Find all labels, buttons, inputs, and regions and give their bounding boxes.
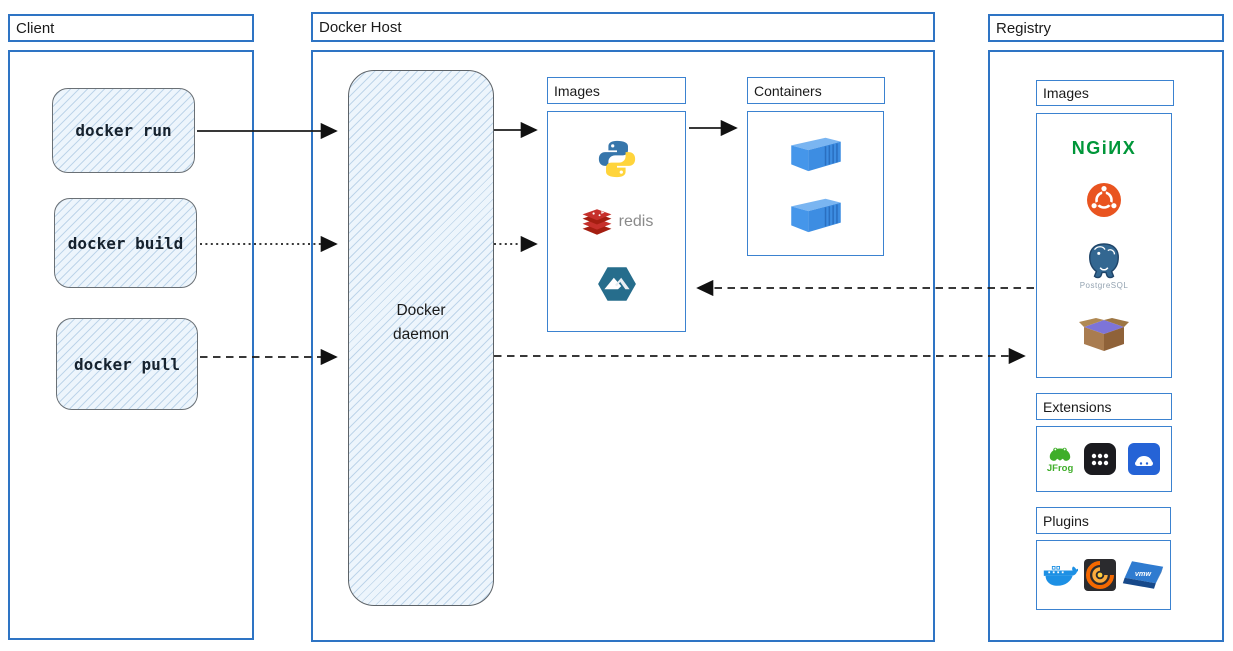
- docker-host-title: Docker Host: [319, 18, 402, 36]
- docker-build-box: docker build: [54, 198, 197, 288]
- vmware-label: vmw: [1135, 569, 1153, 578]
- docker-run-label: docker run: [75, 121, 172, 140]
- docker-daemon-box: Docker daemon: [348, 70, 494, 606]
- registry-plugins-title: Plugins: [1043, 512, 1089, 529]
- docker-whale-icon: [1043, 566, 1078, 586]
- redis-icon: [582, 208, 612, 235]
- containers-panel: [747, 111, 884, 256]
- registry-extensions-title-box: Extensions: [1036, 393, 1172, 420]
- host-images-title-box: Images: [547, 77, 686, 104]
- registry-title: Registry: [996, 19, 1052, 37]
- jfrog-icon: [1049, 447, 1071, 461]
- docker-host-title-box: Docker Host: [311, 12, 935, 42]
- host-images-title: Images: [554, 82, 600, 99]
- registry-title-box: Registry: [988, 14, 1224, 42]
- registry-plugins-title-box: Plugins: [1036, 507, 1171, 534]
- client-title: Client: [16, 19, 55, 37]
- ubuntu-icon: [1087, 183, 1121, 218]
- container-3d-icon: [790, 198, 841, 233]
- client-title-box: Client: [8, 14, 254, 42]
- nginx-logo: NGiИX: [1071, 137, 1137, 158]
- disk-drive-icon: [1128, 443, 1161, 475]
- app-grid-icon: [1084, 443, 1117, 475]
- docker-pull-label: docker pull: [74, 354, 180, 374]
- registry-extensions-title: Extensions: [1043, 398, 1112, 415]
- docker-pull-box: docker pull: [56, 318, 198, 410]
- vmware-icon: vmw: [1123, 561, 1164, 589]
- postgresql-logo: PostgreSQL: [1080, 242, 1129, 290]
- host-images-panel: redis: [547, 111, 686, 332]
- postgresql-icon: [1089, 242, 1119, 278]
- redis-label: redis: [618, 212, 654, 230]
- registry-extensions-panel: JFrog: [1036, 426, 1172, 492]
- containers-title-box: Containers: [747, 77, 885, 104]
- redis-logo: redis: [580, 206, 654, 238]
- package-box-icon: [1079, 318, 1129, 352]
- python-icon: [598, 140, 635, 177]
- containers-title: Containers: [754, 82, 822, 99]
- docker-build-label: docker build: [67, 233, 184, 253]
- jfrog-logo: JFrog: [1047, 445, 1073, 474]
- mountain-hexagon-icon: [597, 267, 636, 302]
- docker-daemon-label: Docker daemon: [392, 301, 449, 343]
- registry-images-panel: NGiИX PostgreSQL: [1036, 113, 1172, 378]
- registry-images-title: Images: [1043, 85, 1089, 101]
- jfrog-label: JFrog: [1046, 462, 1074, 474]
- container-3d-icon: [790, 137, 841, 172]
- postgresql-label: PostgreSQL: [1079, 280, 1129, 290]
- registry-images-title-box: Images: [1036, 80, 1174, 106]
- registry-plugins-panel: vmw: [1036, 540, 1171, 610]
- docker-run-box: docker run: [52, 88, 195, 173]
- grafana-icon: [1083, 559, 1116, 591]
